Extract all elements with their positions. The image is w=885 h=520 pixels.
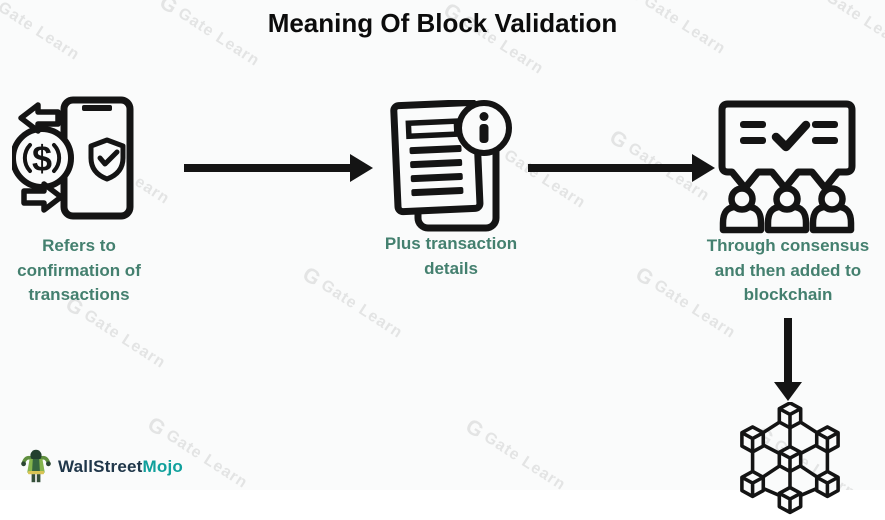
flow-arrow-right-1-icon [184,154,373,182]
bottom-strip [0,490,885,520]
wallstreetmojo-logo: WallStreetMojo [20,447,183,487]
watermark-logo-icon: G [605,125,632,154]
flow-arrow-down-icon [774,318,802,402]
watermark-logo-icon: G [803,0,829,4]
page-title: Meaning Of Block Validation [267,8,618,38]
watermark-logo-icon: G [143,412,170,441]
brand-accent-text: Mojo [142,457,183,476]
blockchain-cubes-icon [726,402,854,516]
logo-text: WallStreetMojo [58,457,183,477]
step-label-details: Plus transaction details [384,234,518,278]
step-label-consensus: Through consensus and then added to bloc… [706,236,870,305]
document-info-icon [390,100,512,234]
watermark-logo-icon: G [631,262,658,291]
mojo-mascot-icon [21,449,51,483]
step-label-confirmation: Refers to confirmation of transactions [17,236,141,305]
watermark-logo-icon: G [621,0,647,8]
phone-transaction-icon: $ [12,96,136,224]
watermark-logo-icon: G [298,262,325,291]
brand-primary-text: WallStreet [58,457,143,476]
consensus-group-icon [716,100,858,234]
watermark-logo-icon: G [461,414,488,443]
svg-text:$: $ [32,138,52,179]
flow-arrow-right-2-icon [528,154,715,182]
